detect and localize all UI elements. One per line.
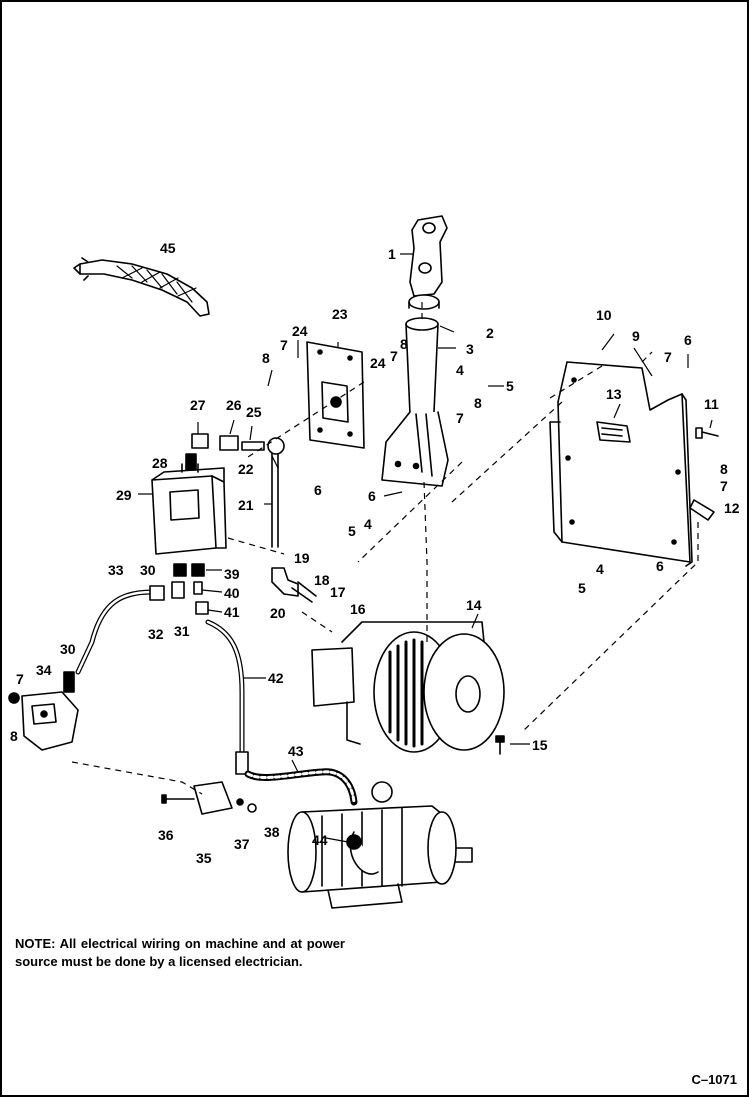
callout-7-panel: 7	[664, 349, 672, 365]
callout-8-switch: 8	[10, 728, 18, 744]
callout-28: 28	[152, 455, 168, 471]
callout-4-panel: 4	[596, 561, 604, 577]
callout-30-cable: 30	[60, 641, 76, 657]
bolt-11	[695, 427, 719, 439]
mast-tube	[381, 317, 449, 487]
callout-32: 32	[148, 626, 164, 642]
callout-45: 45	[160, 240, 176, 256]
callout-5-top: 5	[506, 378, 514, 394]
callout-11: 11	[704, 396, 719, 412]
callout-7-mid: 7	[390, 348, 398, 364]
callout-4-mid: 4	[364, 516, 372, 532]
callout-31: 31	[174, 623, 190, 639]
callout-12: 12	[724, 500, 740, 516]
callout-9: 9	[632, 328, 640, 344]
callout-6-panel-bottom: 6	[656, 558, 664, 574]
clip-12	[689, 499, 715, 521]
callout-42: 42	[268, 670, 284, 686]
callout-40: 40	[224, 585, 240, 601]
callout-8-mid: 8	[400, 336, 408, 352]
callout-44: 44	[312, 832, 328, 848]
conduit-right	[205, 619, 358, 806]
callout-24-right: 24	[370, 355, 386, 371]
callout-39: 39	[224, 566, 240, 582]
callout-33: 33	[108, 562, 124, 578]
callout-7-switch: 7	[16, 671, 24, 687]
callout-6-tube: 6	[368, 488, 376, 504]
electric-motor	[287, 781, 473, 909]
callout-16: 16	[350, 601, 366, 617]
callout-6-panel-top: 6	[684, 332, 692, 348]
callout-8-tube: 8	[474, 395, 482, 411]
callout-38: 38	[264, 824, 280, 840]
callout-2: 2	[486, 325, 494, 341]
callout-21: 21	[238, 497, 254, 513]
callout-26: 26	[226, 397, 242, 413]
callout-25: 25	[246, 404, 262, 420]
upper-fittings	[185, 433, 285, 548]
callout-1: 1	[388, 246, 396, 262]
callout-29: 29	[116, 487, 132, 503]
switch-box	[8, 671, 79, 751]
callout-37: 37	[234, 836, 250, 852]
callout-3: 3	[466, 341, 474, 357]
callout-5-panel: 5	[578, 580, 586, 596]
callout-6-plate: 6	[314, 482, 322, 498]
callout-7-side: 7	[720, 478, 728, 494]
callout-4-top: 4	[456, 362, 464, 378]
callout-10: 10	[596, 307, 612, 323]
callout-8-top: 8	[262, 350, 270, 366]
figure-code: C–1071	[691, 1072, 737, 1087]
callout-7-top: 7	[280, 337, 288, 353]
mounting-plate	[306, 341, 365, 449]
top-yoke-fitting	[408, 215, 448, 310]
callout-27: 27	[190, 397, 206, 413]
back-panel	[549, 361, 693, 567]
callout-36: 36	[158, 827, 174, 843]
callout-35: 35	[196, 850, 212, 866]
callout-18: 18	[314, 572, 330, 588]
grip-handle	[73, 257, 210, 317]
callout-41: 41	[224, 604, 240, 620]
bolt-15	[495, 735, 505, 755]
callout-22: 22	[238, 461, 254, 477]
callout-30-box: 30	[140, 562, 156, 578]
callout-7-tube: 7	[456, 410, 464, 426]
terminal-plate	[161, 781, 257, 815]
callout-19: 19	[294, 550, 310, 566]
callout-24-left: 24	[292, 323, 308, 339]
callout-8-side: 8	[720, 461, 728, 477]
callout-17: 17	[330, 584, 346, 600]
conduit-left	[75, 563, 209, 675]
electrical-box	[151, 463, 227, 555]
wiring-note: NOTE: All electrical wiring on machine a…	[15, 936, 345, 969]
generator-assembly	[311, 621, 505, 753]
callout-15: 15	[532, 737, 548, 753]
callout-20: 20	[270, 605, 286, 621]
callout-34: 34	[36, 662, 52, 678]
elbow-fittings	[271, 567, 317, 603]
callout-43: 43	[288, 743, 304, 759]
callout-5-mid: 5	[348, 523, 356, 539]
callout-23: 23	[332, 306, 348, 322]
callout-14: 14	[466, 597, 482, 613]
callout-13: 13	[606, 386, 622, 402]
